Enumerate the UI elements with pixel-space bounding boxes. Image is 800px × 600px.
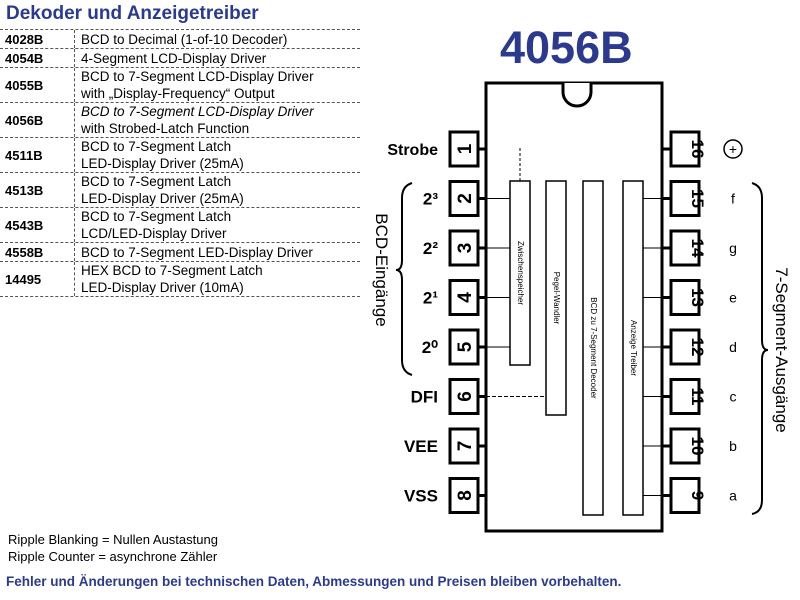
segment-outputs-label: 7-Segment-Ausgänge — [772, 267, 791, 432]
pin-number: 7 — [455, 441, 476, 452]
pin-number: 2 — [455, 193, 476, 204]
pin-number: 15 — [688, 189, 707, 208]
note-ripple-counter: Ripple Counter = asynchrone Zähler — [8, 549, 218, 564]
part-number: 4054B — [0, 49, 75, 67]
pin-number: 4 — [455, 292, 476, 303]
table-row: 4513B BCD to 7-Segment Latch LED-Display… — [0, 172, 360, 207]
pin-label: d — [729, 339, 737, 355]
pin-label: a — [729, 488, 737, 504]
bcd-inputs-label: BCD-Eingänge — [372, 213, 391, 326]
internal-block-label: BCD zu 7-Segment Decoder — [589, 297, 598, 399]
pin-7 — [448, 427, 480, 465]
footer-disclaimer: Fehler und Änderungen bei technischen Da… — [6, 574, 622, 589]
pin-number: 9 — [688, 491, 707, 500]
part-description: BCD to 7-Segment LCD-Display Driver — [81, 104, 314, 119]
pin-number: 8 — [455, 490, 476, 501]
internal-block — [622, 180, 644, 516]
part-number: 4028B — [0, 30, 75, 48]
pin-label: DFI — [411, 388, 438, 407]
pin-label: 2⁰ — [422, 338, 438, 357]
part-description-line2: LCD/LED-Display Driver — [81, 226, 227, 241]
internal-block-label: Anzeige Treiber — [629, 320, 638, 376]
pin-label: VSS — [404, 487, 438, 506]
internal-block — [509, 180, 531, 366]
internal-block — [545, 180, 567, 416]
part-description: BCD to 7-Segment LED-Display Driver — [81, 244, 313, 260]
part-number: 4056B — [0, 103, 75, 137]
pin-label: b — [729, 438, 737, 454]
pin-10 — [669, 427, 701, 465]
note-ripple-blanking: Ripple Blanking = Nullen Austastung — [8, 532, 218, 547]
pin-number: 3 — [455, 243, 476, 254]
pin-label: VEE — [404, 437, 438, 456]
part-description-line2: with „Display-Frequency“ Output — [81, 86, 275, 101]
pin-number: 6 — [455, 391, 476, 402]
pin-label: c — [730, 389, 737, 405]
parts-table: 4028B BCD to Decimal (1-of-10 Decoder) 4… — [0, 29, 360, 297]
table-row: 4028B BCD to Decimal (1-of-10 Decoder) — [0, 29, 360, 48]
pin-12 — [669, 328, 701, 366]
pin-label: g — [729, 240, 737, 256]
part-number: 14495 — [0, 262, 75, 296]
table-row: 4055B BCD to 7-Segment LCD-Display Drive… — [0, 67, 360, 102]
pin-4 — [448, 279, 480, 316]
part-description-line2: LED-Display Driver (25mA) — [81, 156, 244, 171]
right-pins: 16 +15 f 14 g 13 e 12 d 11 c 10 b 9 a — [630, 130, 737, 514]
table-row: 4054B 4-Segment LCD-Display Driver — [0, 48, 360, 67]
chip-title: 4056B — [500, 22, 633, 73]
internal-block-label: Pegel-Wandler — [552, 272, 561, 325]
ic-notch — [561, 83, 593, 108]
part-description: HEX BCD to 7-Segment Latch — [81, 263, 263, 278]
pin-number: 12 — [688, 338, 707, 357]
page-title: Dekoder und Anzeigetreiber — [6, 3, 259, 24]
part-description-line2: with Strobed-Latch Function — [81, 121, 250, 136]
bcd-inputs-bracket — [395, 182, 413, 376]
pin-label: 2³ — [423, 190, 438, 209]
pin-number: 14 — [688, 239, 707, 258]
part-description-line2: LED-Display Driver (25mA) — [81, 191, 244, 206]
part-description: 4-Segment LCD-Display Driver — [81, 50, 267, 66]
internal-block — [582, 180, 604, 516]
pin-label: + — [729, 141, 737, 157]
pin-number: 5 — [455, 341, 476, 352]
pin-5 — [448, 328, 480, 366]
part-description: BCD to 7-Segment Latch — [81, 174, 232, 189]
pin-number: 11 — [688, 388, 707, 406]
part-number: 4511B — [0, 138, 75, 172]
part-description: BCD to Decimal (1-of-10 Decoder) — [81, 31, 288, 47]
table-row: 4511B BCD to 7-Segment Latch LED-Display… — [0, 137, 360, 172]
supply-plus-icon — [723, 139, 743, 159]
table-row: 4056B BCD to 7-Segment LCD-Display Drive… — [0, 102, 360, 137]
table-row: 4558B BCD to 7-Segment LED-Display Drive… — [0, 242, 360, 261]
notes: Ripple Blanking = Nullen Austastung Ripp… — [8, 531, 218, 565]
pin-label: e — [729, 290, 737, 306]
pin-number: 13 — [688, 288, 707, 307]
pin-label: Strobe — [387, 142, 438, 159]
part-number: 4055B — [0, 68, 75, 102]
segment-outputs-bracket — [751, 182, 769, 515]
pin-label: 2¹ — [423, 289, 438, 308]
internal-blocks: Zwischenspeicher Pegel-Wandler BCD zu 7-Se… — [509, 180, 644, 516]
table-row: 14495 HEX BCD to 7-Segment Latch LED-Dis… — [0, 261, 360, 296]
part-description: BCD to 7-Segment Latch — [81, 139, 232, 154]
part-description: BCD to 7-Segment Latch — [81, 209, 232, 224]
part-number: 4543B — [0, 208, 75, 242]
table-row: 4543B BCD to 7-Segment Latch LCD/LED-Dis… — [0, 207, 360, 242]
pin-label: f — [731, 191, 735, 207]
pin-15 — [669, 180, 701, 217]
pin-number: 16 — [688, 140, 707, 159]
pin-label: 2² — [423, 239, 438, 258]
part-number: 4513B — [0, 173, 75, 207]
pin-number: 10 — [688, 437, 707, 456]
part-description-line2: LED-Display Driver (10mA) — [81, 280, 244, 295]
pin-number: 1 — [455, 143, 476, 154]
part-number: 4558B — [0, 243, 75, 261]
left-pins: 1 Strobe 2 2³ 3 2² 4 2¹ 5 2⁰ 6 DFI 7 VEE 8 VSS — [387, 130, 546, 514]
part-description: BCD to 7-Segment LCD-Display Driver — [81, 69, 314, 84]
internal-block-label: Zwischenspeicher — [516, 241, 525, 305]
